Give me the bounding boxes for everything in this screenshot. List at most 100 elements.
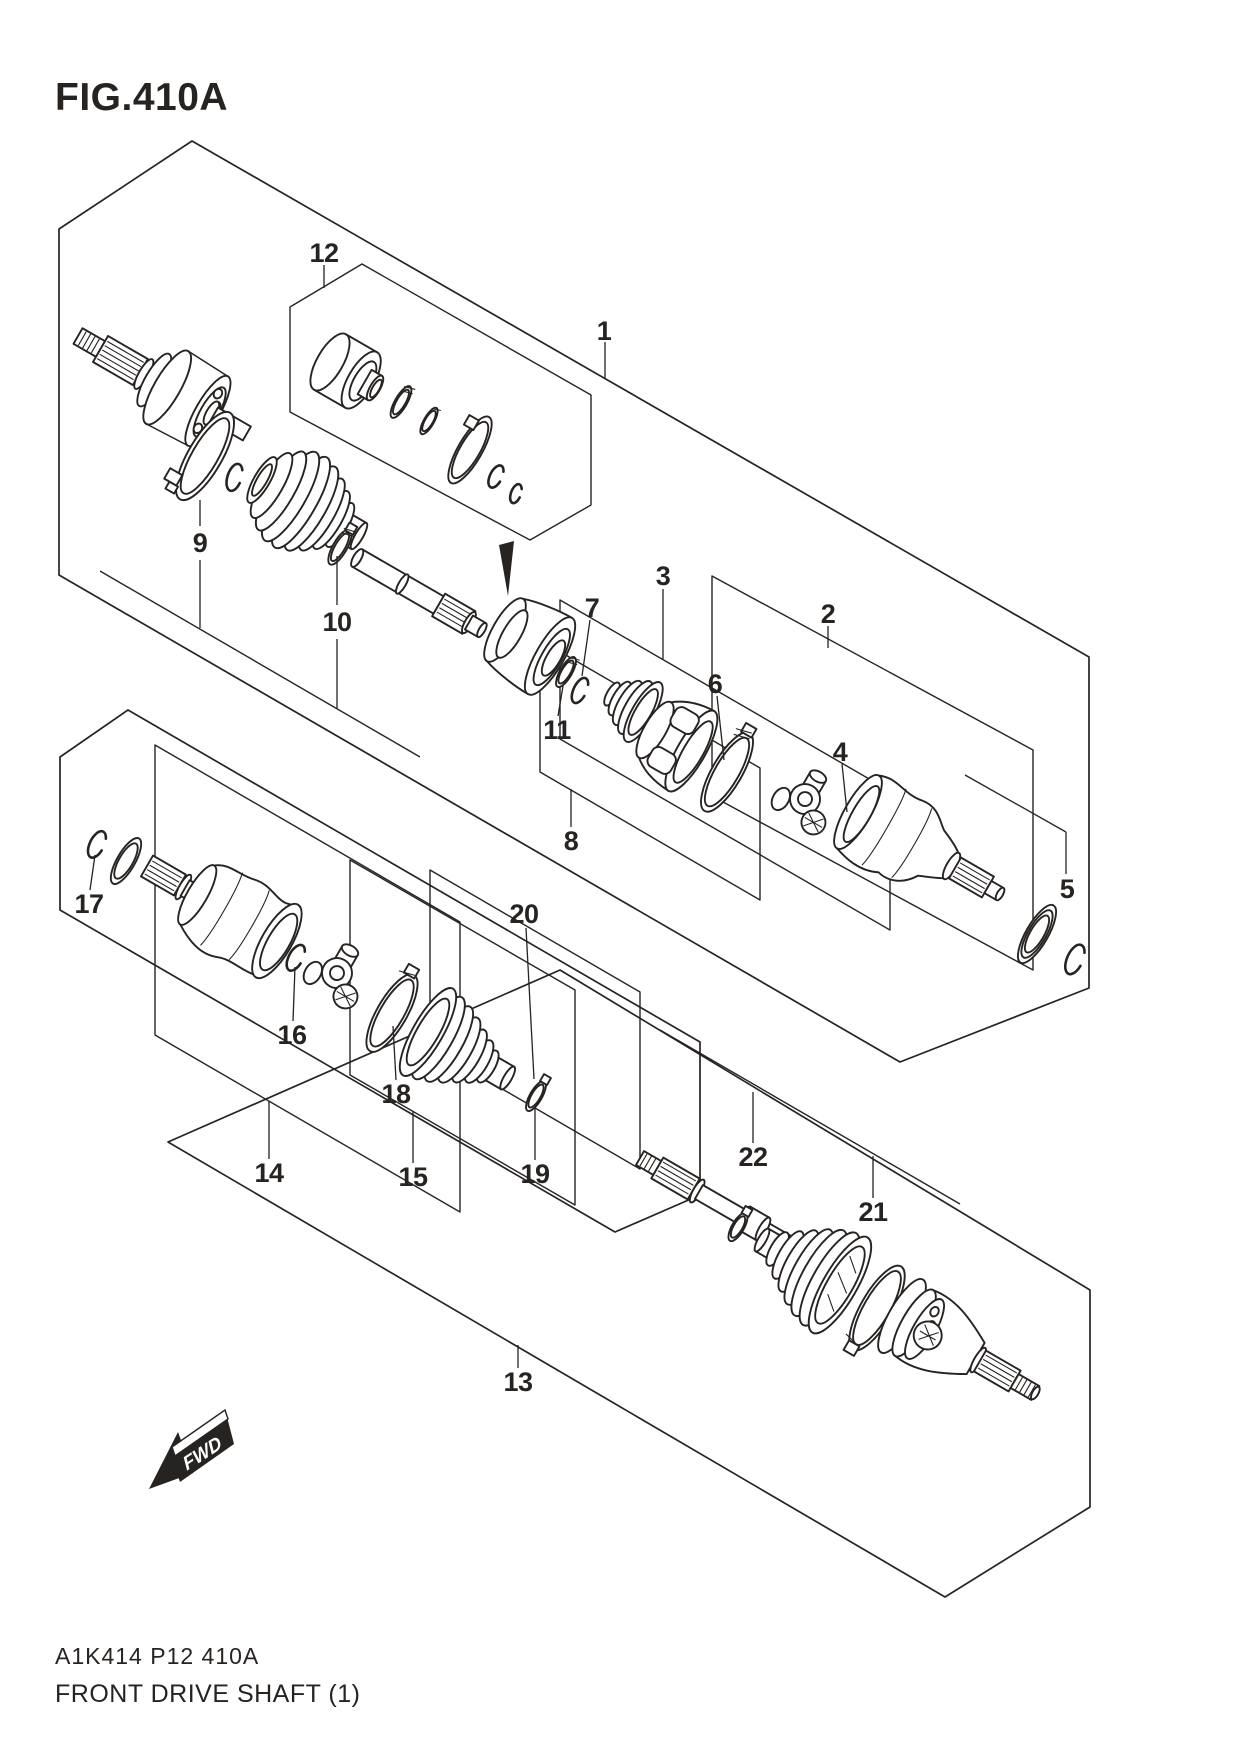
outboard-joint-bottom <box>877 1278 1041 1401</box>
kit-clamp-small-2 <box>419 406 441 436</box>
callout-8: 8 <box>564 789 579 856</box>
callout-13: 13 <box>503 1345 533 1397</box>
figure-code: A1K414 P12 410A <box>55 1643 259 1669</box>
callout-10: 10 <box>322 556 352 708</box>
inner-boot-3 <box>603 679 664 743</box>
callout-12: 12 <box>309 238 339 288</box>
part-number-18: 18 <box>381 1079 411 1109</box>
group-box-3 <box>559 599 891 931</box>
part-number-3: 3 <box>656 561 671 591</box>
figure-title: FIG.410A <box>55 76 228 119</box>
part-number-6: 6 <box>708 669 723 699</box>
leader-line-4 <box>841 763 848 813</box>
part-number-4: 4 <box>833 737 848 767</box>
figure-name: FRONT DRIVE SHAFT (1) <box>55 1680 360 1708</box>
circlip-17 <box>84 829 109 861</box>
leader-line-11 <box>557 685 564 717</box>
part-number-12: 12 <box>309 238 338 268</box>
part-number-15: 15 <box>398 1162 428 1192</box>
bottom-drive-shaft-assembly <box>635 1150 1041 1401</box>
circlip-5 <box>1061 942 1088 977</box>
part-number-14: 14 <box>254 1158 284 1188</box>
kit-band-large <box>447 414 493 485</box>
oil-seal-ring <box>1016 903 1058 965</box>
top-panel-outline <box>58 140 1090 1063</box>
part-number-19: 19 <box>520 1159 550 1189</box>
callout-3: 3 <box>656 561 671 659</box>
leader-line-17 <box>89 854 96 891</box>
boot-clamp-11 <box>555 656 580 688</box>
part-number-22: 22 <box>738 1142 767 1172</box>
group-box-19 <box>429 869 641 1170</box>
inner-joint-middle <box>140 854 303 980</box>
fwd-arrow-body <box>170 1413 234 1482</box>
boot-kit-contents <box>309 332 524 505</box>
bracket-line-21 <box>659 1029 961 1205</box>
part-number-7: 7 <box>585 593 600 623</box>
inner-joint-diff-side <box>833 774 1006 902</box>
bottom-panel-outline <box>167 969 1091 1598</box>
callout-1: 1 <box>597 316 612 378</box>
boot-band-6 <box>700 722 758 813</box>
callout-2: 2 <box>821 599 836 648</box>
callout-5: 5 <box>964 774 1075 904</box>
part-number-16: 16 <box>277 1020 307 1050</box>
leader-line-16 <box>292 966 296 1022</box>
part-number-8: 8 <box>564 826 579 856</box>
callout-4: 4 <box>833 737 848 813</box>
leader-line-7 <box>581 619 591 677</box>
callout-11: 11 <box>543 685 572 745</box>
middle-drive-shaft-assembly <box>84 829 552 1112</box>
tripod-spider <box>770 769 828 836</box>
callout-9: 9 <box>193 500 208 628</box>
callout-14: 14 <box>254 1101 284 1188</box>
part-number-11: 11 <box>543 715 571 745</box>
boot-clamp-10 <box>327 521 359 566</box>
leader-line-5 <box>964 774 1067 833</box>
kit-circlip-2 <box>508 483 524 505</box>
tripod-housing-cup <box>483 597 577 696</box>
bracket-line-9-10 <box>99 570 421 758</box>
boot-clamp-22 <box>727 1204 754 1243</box>
callout-6: 6 <box>708 669 725 761</box>
part-number-21: 21 <box>858 1197 888 1227</box>
part-number-5: 5 <box>1060 874 1075 904</box>
group-box-14 <box>154 744 461 1213</box>
band-hook-clip <box>223 462 245 493</box>
snap-clip-7 <box>568 676 591 706</box>
fwd-arrow: FWD <box>149 1408 234 1489</box>
kit-circlip-1 <box>485 463 506 490</box>
drive-shaft-top <box>350 548 488 639</box>
joint-outer-housing <box>635 700 719 793</box>
leader-line-18 <box>392 1025 397 1081</box>
part-number-1: 1 <box>597 316 612 346</box>
callout-18: 18 <box>381 1025 411 1109</box>
callout-15: 15 <box>398 1111 428 1192</box>
outboard-joint <box>72 327 252 448</box>
leader-line-20 <box>525 927 535 1080</box>
part-number-20: 20 <box>509 899 538 929</box>
boot-band-18 <box>365 962 421 1053</box>
callout-7: 7 <box>581 593 600 677</box>
boot-clamp-19 <box>525 1073 552 1112</box>
boot-kit-box-12 <box>289 263 592 541</box>
part-number-13: 13 <box>503 1367 533 1397</box>
top-drive-shaft-assembly <box>72 327 1088 977</box>
part-number-9: 9 <box>193 528 208 558</box>
part-number-2: 2 <box>821 599 836 629</box>
pointer-wedge <box>499 541 514 596</box>
cv-boot-bottom <box>753 1227 873 1335</box>
kit-support-bush <box>309 332 385 410</box>
callout-22: 22 <box>738 1092 768 1172</box>
kit-clamp-small-1 <box>389 385 416 419</box>
tripod-spider-middle <box>302 943 360 1010</box>
callout-16: 16 <box>277 966 307 1050</box>
callout-20: 20 <box>509 899 539 1080</box>
part-number-17: 17 <box>74 889 103 919</box>
callout-19: 19 <box>520 1108 550 1189</box>
leader-line-6 <box>716 695 725 761</box>
callout-21: 21 <box>858 1156 888 1227</box>
